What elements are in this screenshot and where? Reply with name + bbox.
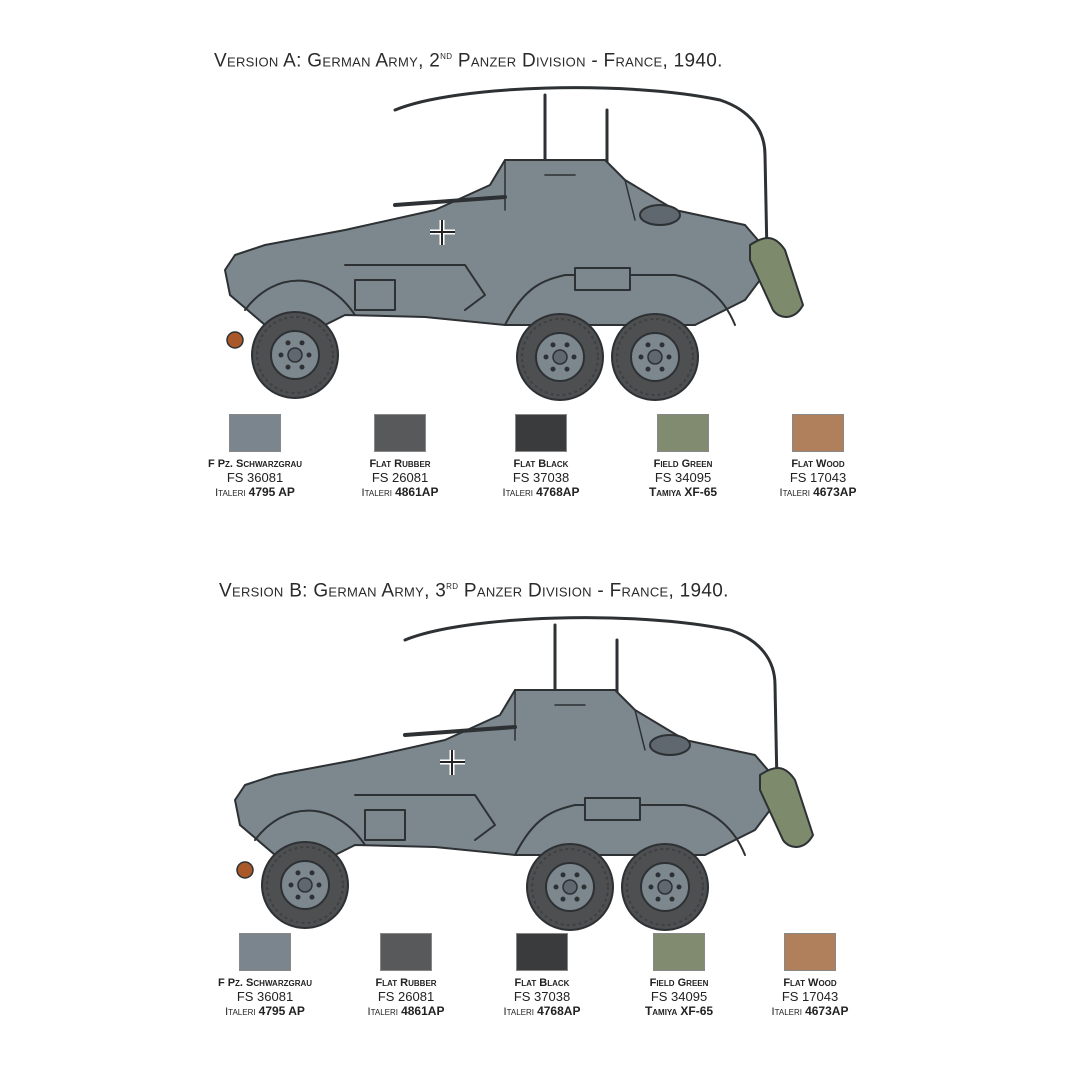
- hatch: [649, 734, 691, 756]
- swatch-flat-rubber: Flat Rubber FS 26081 Italeri 4861AP: [331, 933, 481, 1019]
- turret-detail: [514, 689, 646, 751]
- swatch-flat-black: Flat Black FS 37038 Italeri 4768AP: [466, 414, 616, 500]
- side-panel: [344, 264, 486, 311]
- antenna-mast: [553, 623, 619, 702]
- color-chip: [657, 414, 709, 452]
- version-a-title: Version A: German Army, 2nd Panzer Divis…: [214, 50, 723, 72]
- antenna-frame: [403, 616, 779, 787]
- swatch-field-green: Field Green FS 34095 Tamiya XF-65: [604, 933, 754, 1019]
- storage-box: [364, 809, 406, 841]
- color-chip: [653, 933, 705, 971]
- swatch-schwarzgrau: F Pz. Schwarzgrau FS 36081 Italeri 4795 …: [180, 414, 330, 500]
- color-chip: [229, 414, 281, 452]
- balkenkreuz-core: [430, 220, 455, 245]
- swatch-flat-rubber: Flat Rubber FS 26081 Italeri 4861AP: [325, 414, 475, 500]
- hull: [234, 689, 786, 861]
- tow-hitch: [236, 861, 254, 879]
- swatch-schwarzgrau: F Pz. Schwarzgrau FS 36081 Italeri 4795 …: [190, 933, 340, 1019]
- wheel: [261, 841, 349, 929]
- wheel: [251, 311, 339, 399]
- color-chip: [784, 933, 836, 971]
- gun-barrel: [403, 725, 517, 737]
- wheel: [516, 313, 604, 401]
- storage-box: [574, 267, 631, 291]
- color-chip: [380, 933, 432, 971]
- tarp-roll: [759, 767, 815, 848]
- storage-box: [584, 797, 641, 821]
- wheel: [611, 313, 699, 401]
- armored-car-illustration: [224, 86, 805, 401]
- balkenkreuz-core: [440, 750, 465, 775]
- version-b-title: Version B: German Army, 3rd Panzer Divis…: [219, 580, 729, 602]
- color-chip: [515, 414, 567, 452]
- color-chip: [374, 414, 426, 452]
- swatch-flat-wood: Flat Wood FS 17043 Italeri 4673AP: [743, 414, 893, 500]
- tow-hitch: [226, 331, 244, 349]
- wheel: [621, 843, 709, 931]
- antenna-mast: [543, 93, 609, 172]
- gun-barrel: [393, 195, 507, 207]
- color-chip: [516, 933, 568, 971]
- swatch-field-green: Field Green FS 34095 Tamiya XF-65: [608, 414, 758, 500]
- wheel: [526, 843, 614, 931]
- armored-car-illustration: [234, 616, 815, 931]
- tarp-roll: [749, 237, 805, 318]
- version-a: Version A: German Army, 2nd Panzer Divis…: [180, 50, 893, 500]
- swatch-flat-wood: Flat Wood FS 17043 Italeri 4673AP: [735, 933, 885, 1019]
- side-panel: [354, 794, 496, 841]
- color-chip: [239, 933, 291, 971]
- storage-box: [354, 279, 396, 311]
- hatch: [639, 204, 681, 226]
- version-b: Version B: German Army, 3rd Panzer Divis…: [0, 540, 1080, 1080]
- swatch-flat-black: Flat Black FS 37038 Italeri 4768AP: [467, 933, 617, 1019]
- color-chip: [792, 414, 844, 452]
- antenna-frame: [393, 86, 769, 257]
- turret-detail: [504, 159, 636, 221]
- hull: [224, 159, 776, 331]
